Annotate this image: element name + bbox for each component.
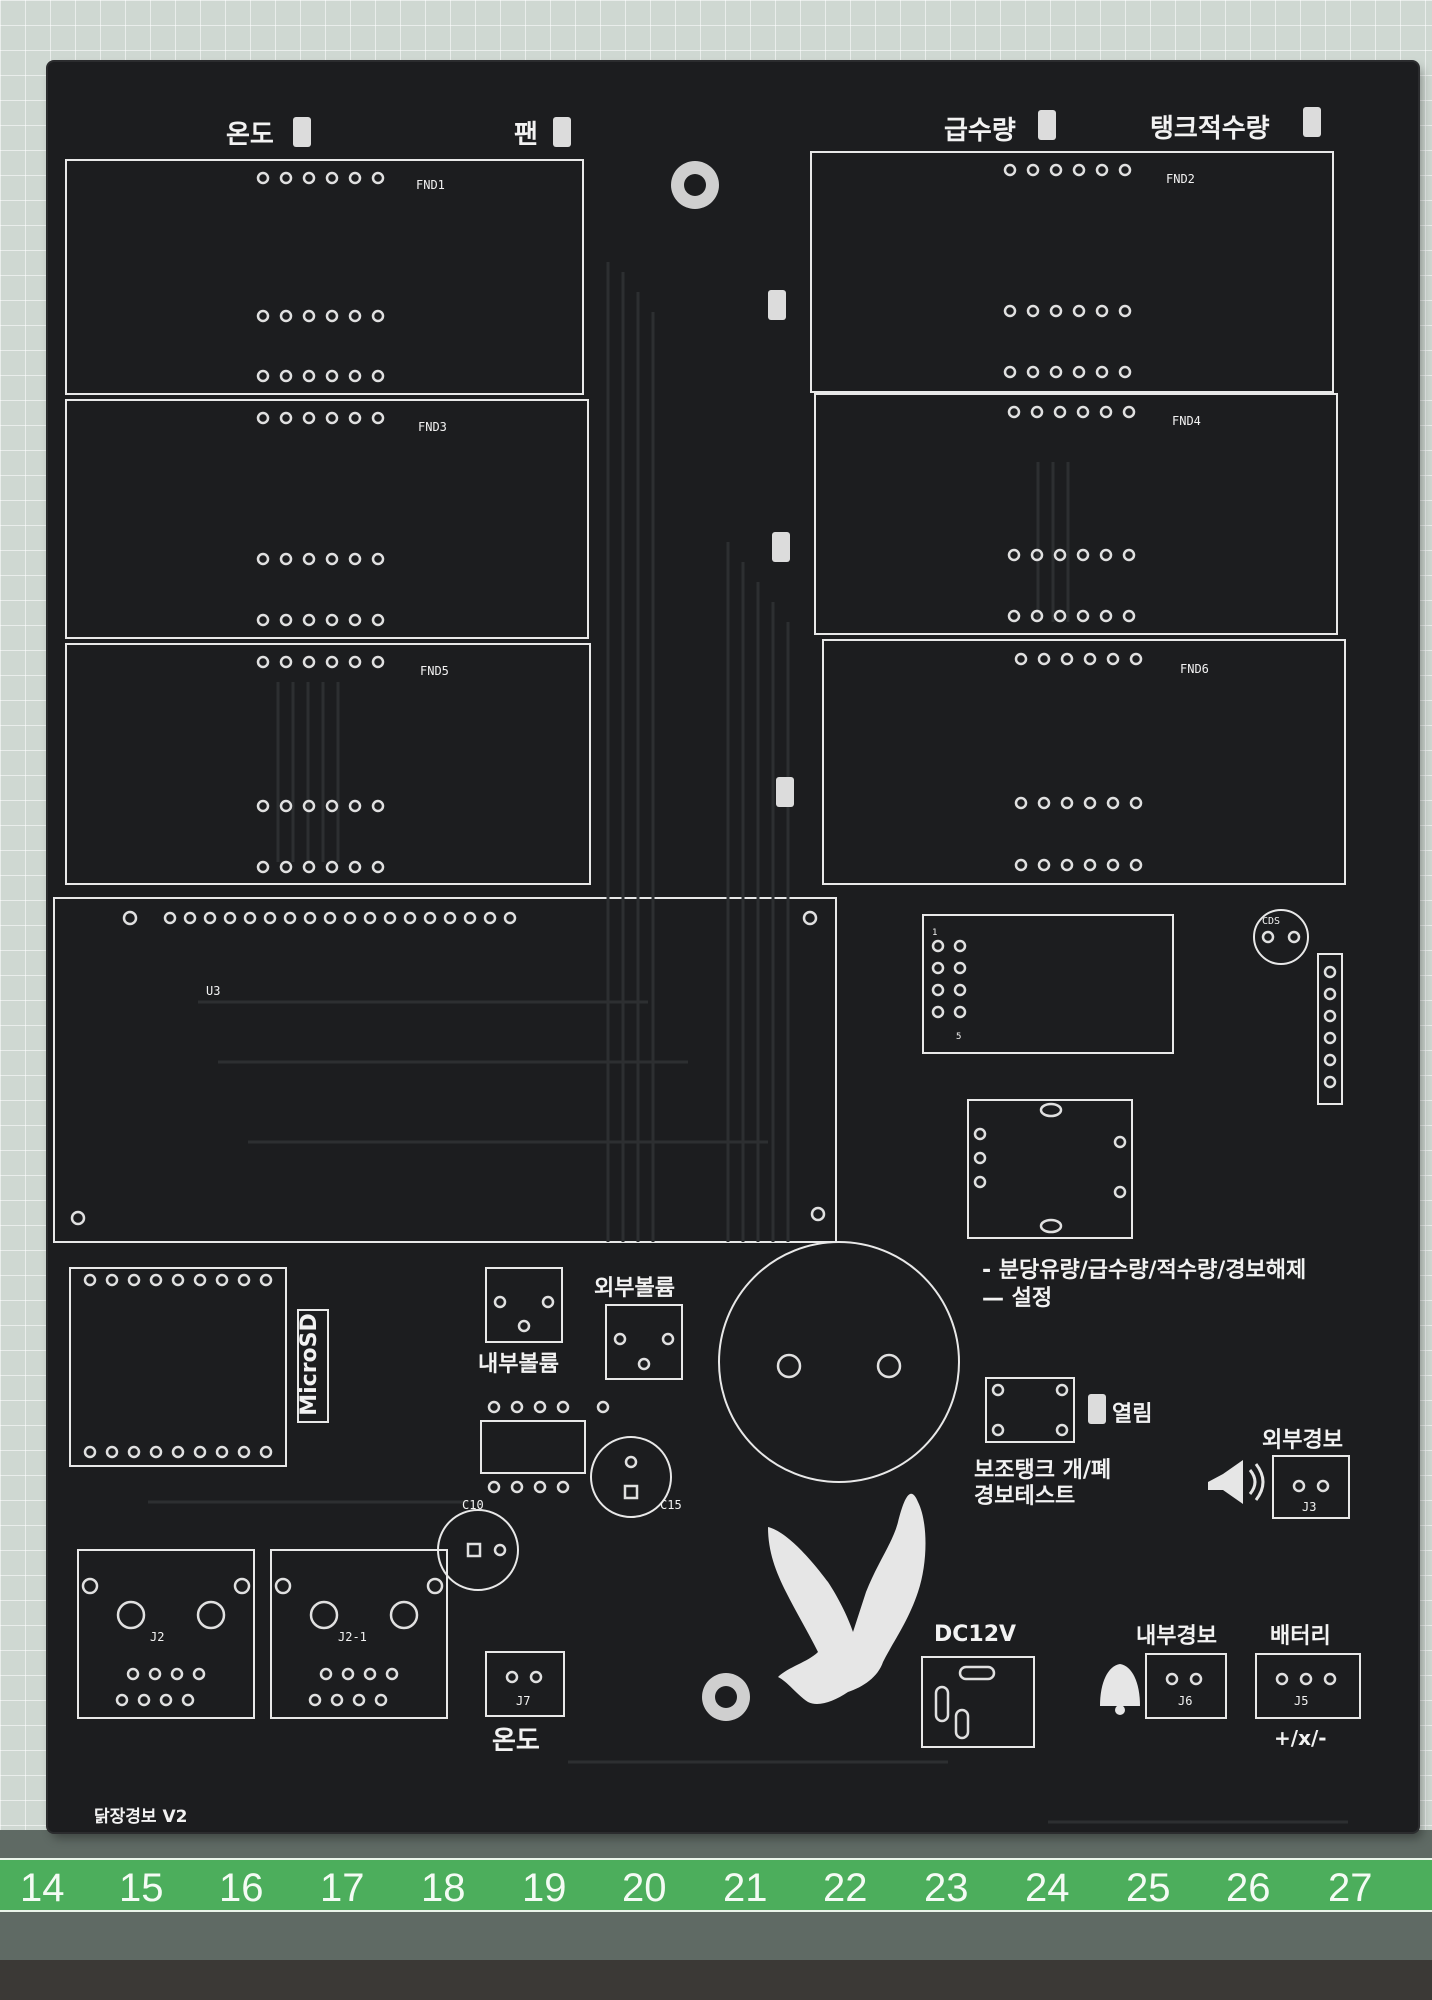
fnd1-outline	[65, 159, 584, 395]
pcb-traces	[148, 262, 1348, 1824]
bell-icon	[1100, 1664, 1140, 1715]
label-fnd2: FND2	[1166, 172, 1195, 186]
label-internal-alarm: 내부경보	[1136, 1624, 1217, 1649]
ruler-mark: 22	[823, 1866, 868, 1910]
ruler: 14 15 16 17 18 19 20 21 22 23 24 25 26 2…	[0, 1858, 1432, 1912]
label-temp-bottom: 온도	[492, 1726, 540, 1756]
pushbutton-outline	[985, 1377, 1075, 1443]
label-fnd1: FND1	[416, 178, 445, 192]
ruler-mark: 17	[320, 1866, 365, 1910]
label-water-supply: 급수량	[944, 116, 1016, 146]
label-aux-tank: 보조탱크 개/폐	[974, 1458, 1112, 1483]
ruler-mark: 14	[20, 1866, 65, 1910]
label-c10: C10	[462, 1498, 484, 1512]
label-cds: CDS	[1262, 916, 1281, 927]
ruler-mark: 25	[1126, 1866, 1171, 1910]
ruler-mark: 26	[1226, 1866, 1271, 1910]
header-outline	[1317, 953, 1343, 1105]
label-j6: J6	[1178, 1694, 1193, 1708]
label-j3: J3	[1302, 1500, 1317, 1514]
cds-outline	[1253, 909, 1309, 965]
label-pin5: 5	[956, 1032, 962, 1042]
fnd3-outline	[65, 399, 589, 639]
pcb-board: 온도 팬 급수량 탱크적수량 FND1 FND2 FND3 FND4 FND5 …	[48, 62, 1418, 1832]
label-j7: J7	[516, 1694, 531, 1708]
speaker-icon	[1208, 1460, 1265, 1504]
label-j2: J2	[150, 1630, 165, 1644]
ruler-mark: 21	[723, 1866, 768, 1910]
ruler-mark: 23	[924, 1866, 969, 1910]
fnd5-outline	[65, 643, 591, 885]
desk-surface	[0, 1960, 1432, 2000]
fnd2-outline	[810, 151, 1334, 393]
label-external-alarm: 외부경보	[1262, 1428, 1343, 1453]
j2-outline	[77, 1549, 255, 1719]
label-fnd5: FND5	[420, 664, 449, 678]
ic-outline	[480, 1420, 586, 1474]
label-dc12v: DC12V	[934, 1622, 1017, 1647]
label-j2-1: J2-1	[338, 1630, 367, 1644]
label-fnd3: FND3	[418, 420, 447, 434]
switch-outline	[967, 1099, 1133, 1239]
label-fan: 팬	[514, 120, 538, 150]
smd-leds	[293, 107, 1321, 1424]
label-setting-line1: - 분당유량/급수량/적수량/경보해제	[982, 1258, 1307, 1283]
label-outer-volume: 외부볼륨	[594, 1276, 675, 1301]
ruler-mark: 19	[522, 1866, 567, 1910]
label-j5: J5	[1294, 1694, 1309, 1708]
ruler-mark: 16	[219, 1866, 264, 1910]
label-fnd6: FND6	[1180, 662, 1209, 676]
mounting-holes	[671, 161, 750, 1721]
j3-outline	[1272, 1455, 1350, 1519]
pads	[70, 163, 1337, 1740]
label-alarm-test: 경보테스트	[974, 1484, 1076, 1509]
label-temp-top: 온도	[226, 120, 274, 150]
eagle-logo-icon	[768, 1493, 926, 1704]
ruler-mark: 18	[421, 1866, 466, 1910]
dc-jack-outline	[921, 1656, 1035, 1748]
ruler-mark: 27	[1328, 1866, 1373, 1910]
c15-outline	[590, 1436, 672, 1518]
ruler-mark: 15	[119, 1866, 164, 1910]
j5-outline	[1255, 1653, 1361, 1719]
inner-volume-outline	[485, 1267, 563, 1343]
label-pin1: 1	[932, 928, 938, 938]
outer-volume-outline	[605, 1304, 683, 1380]
j2-1-outline	[270, 1549, 448, 1719]
fnd6-outline	[822, 639, 1346, 885]
label-microsd: MicroSD	[296, 1313, 322, 1416]
label-battery: 배터리	[1270, 1624, 1331, 1649]
j7-outline	[485, 1651, 565, 1717]
label-fnd4: FND4	[1172, 414, 1201, 428]
module-outline	[922, 914, 1174, 1054]
u3-outline	[53, 897, 837, 1243]
label-version: 닭장경보 V2	[94, 1807, 188, 1827]
label-setting-line2: — 설정	[982, 1286, 1053, 1311]
label-c15: C15	[660, 1498, 682, 1512]
microsd-outline	[69, 1267, 287, 1467]
microsd-label-box	[297, 1309, 329, 1423]
label-tank-level: 탱크적수량	[1150, 114, 1270, 144]
label-battery-pins: +/x/-	[1274, 1726, 1327, 1750]
label-open: 열림	[1112, 1402, 1153, 1427]
ruler-mark: 20	[622, 1866, 667, 1910]
j6-outline	[1145, 1653, 1227, 1719]
fnd4-outline	[814, 393, 1338, 635]
buzzer-outline	[718, 1241, 960, 1483]
pcb-silkscreen	[53, 107, 1361, 1824]
ruler-mark: 24	[1025, 1866, 1070, 1910]
label-u3: U3	[206, 984, 221, 998]
label-inner-volume: 내부볼륨	[478, 1352, 559, 1377]
